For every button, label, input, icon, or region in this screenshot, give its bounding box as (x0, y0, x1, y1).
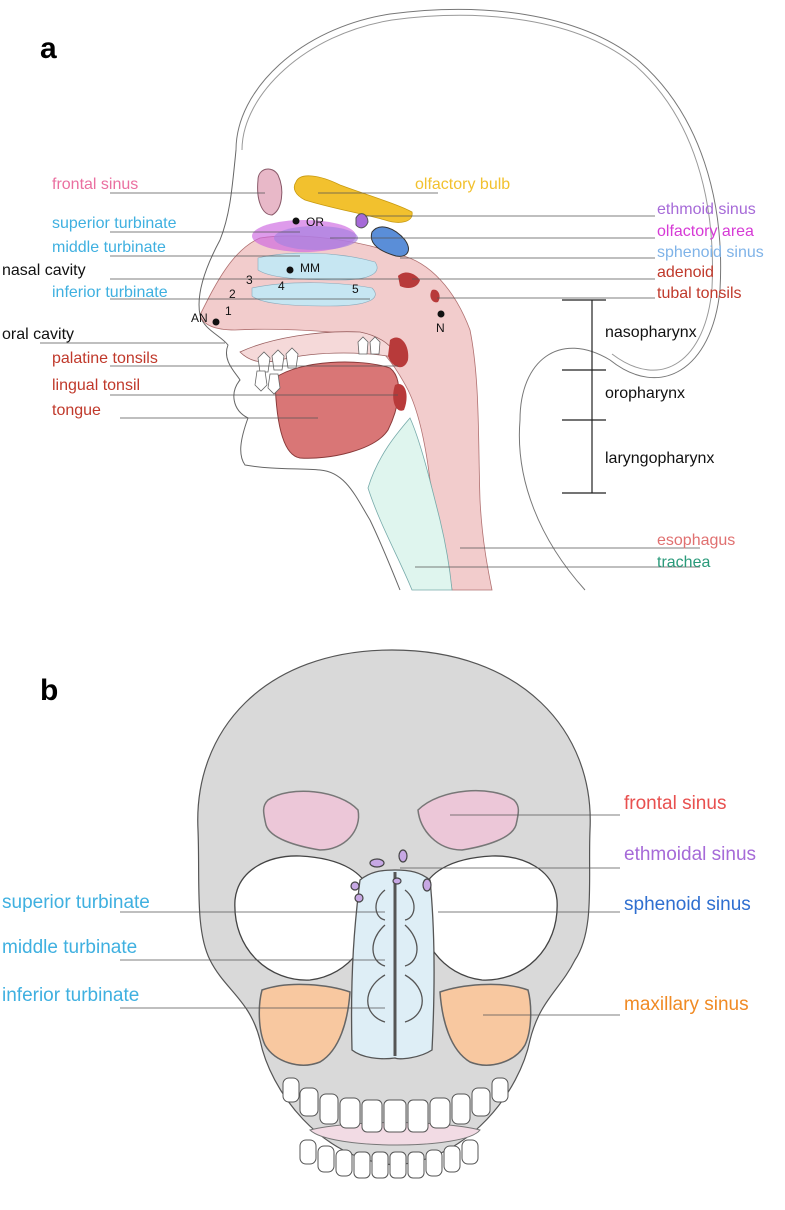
label-oral-cavity: oral cavity (2, 326, 74, 343)
sagittal-head-drawing (198, 8, 722, 591)
marker-n-dot (437, 310, 445, 318)
label-frontal-sinus-a: frontal sinus (52, 176, 138, 193)
marker-n: N (436, 321, 445, 335)
teeth (254, 336, 381, 395)
leader-lines-b (120, 814, 620, 1016)
label-frontal-sinus-b: frontal sinus (624, 793, 726, 814)
label-nasopharynx: nasopharynx (605, 324, 697, 341)
frontal-skull-drawing (197, 649, 591, 1179)
tubal-tonsil-shape (430, 289, 440, 303)
label-lingual-tonsil: lingual tonsil (52, 377, 140, 394)
label-ethmoidal-sinus: ethmoidal sinus (624, 844, 756, 865)
ethmoidal-sinus-cells (350, 849, 432, 903)
label-tubal-tonsils: tubal tonsils (657, 285, 742, 302)
label-trachea: trachea (657, 554, 710, 571)
marker-2: 2 (229, 287, 236, 301)
label-inferior-turbinate-b: inferior turbinate (2, 985, 139, 1006)
lingual-tonsil-shape (393, 384, 407, 411)
label-ethmoid-sinus: ethmoid sinus (657, 201, 756, 218)
label-inferior-turbinate-a: inferior turbinate (52, 284, 168, 301)
label-esophagus: esophagus (657, 532, 735, 549)
marker-mm: MM (300, 261, 320, 275)
head-outline-inner (241, 14, 713, 371)
frontal-sinus-left-shape (262, 790, 360, 851)
label-palatine-tonsils: palatine tonsils (52, 350, 158, 367)
label-laryngopharynx: laryngopharynx (605, 450, 714, 467)
upper-teeth (282, 1077, 509, 1133)
label-middle-turbinate-b: middle turbinate (2, 937, 137, 958)
leader-lines-a (40, 192, 700, 568)
pharynx-region-bracket (562, 299, 606, 494)
marker-an: AN (191, 311, 208, 325)
label-maxillary-sinus: maxillary sinus (624, 994, 749, 1015)
marker-5: 5 (352, 282, 359, 296)
frontal-sinus-right-shape (417, 790, 520, 851)
label-sphenoid-sinus-b: sphenoid sinus (624, 894, 751, 915)
middle-turbinate-shape (257, 252, 378, 281)
marker-mm-dot (286, 266, 294, 274)
palatine-tonsil-shape (388, 337, 409, 368)
adenoid-shape (398, 272, 420, 288)
marker-4: 4 (278, 279, 285, 293)
turbinates-b (367, 889, 423, 1023)
label-superior-turbinate-a: superior turbinate (52, 215, 177, 232)
ethmoid-sinus-shape (355, 213, 369, 229)
label-olfactory-bulb: olfactory bulb (415, 176, 510, 193)
label-olfactory-area: olfactory area (657, 223, 754, 240)
lower-teeth (299, 1139, 479, 1179)
tongue-shape (274, 361, 400, 459)
nasal-cavity-shape (350, 869, 435, 1060)
maxillary-sinus-left-shape (258, 983, 351, 1066)
label-tongue: tongue (52, 402, 101, 419)
marker-3: 3 (246, 273, 253, 287)
label-superior-turbinate-b: superior turbinate (2, 892, 150, 913)
label-sphenoid-sinus-a: sphenoid sinus (657, 244, 764, 261)
marker-1: 1 (225, 304, 232, 318)
maxillary-sinus-right-shape (439, 983, 532, 1066)
panel-a-letter: a (40, 32, 57, 65)
label-nasal-cavity: nasal cavity (2, 262, 86, 279)
panel-b-letter: b (40, 674, 58, 707)
head-outline (235, 8, 722, 591)
frontal-sinus-shape (257, 168, 283, 216)
label-oropharynx: oropharynx (605, 385, 685, 402)
label-adenoid: adenoid (657, 264, 714, 281)
olfactory-bulb-shape (293, 175, 413, 223)
face-profile (198, 149, 401, 591)
marker-or: OR (306, 215, 324, 229)
sphenoid-sinus-shape (370, 226, 409, 257)
trachea-shape (367, 417, 453, 591)
label-middle-turbinate-a: middle turbinate (52, 239, 166, 256)
marker-or-dot (292, 217, 300, 225)
marker-an-dot (212, 318, 220, 326)
inferior-turbinate-shape (251, 282, 376, 307)
